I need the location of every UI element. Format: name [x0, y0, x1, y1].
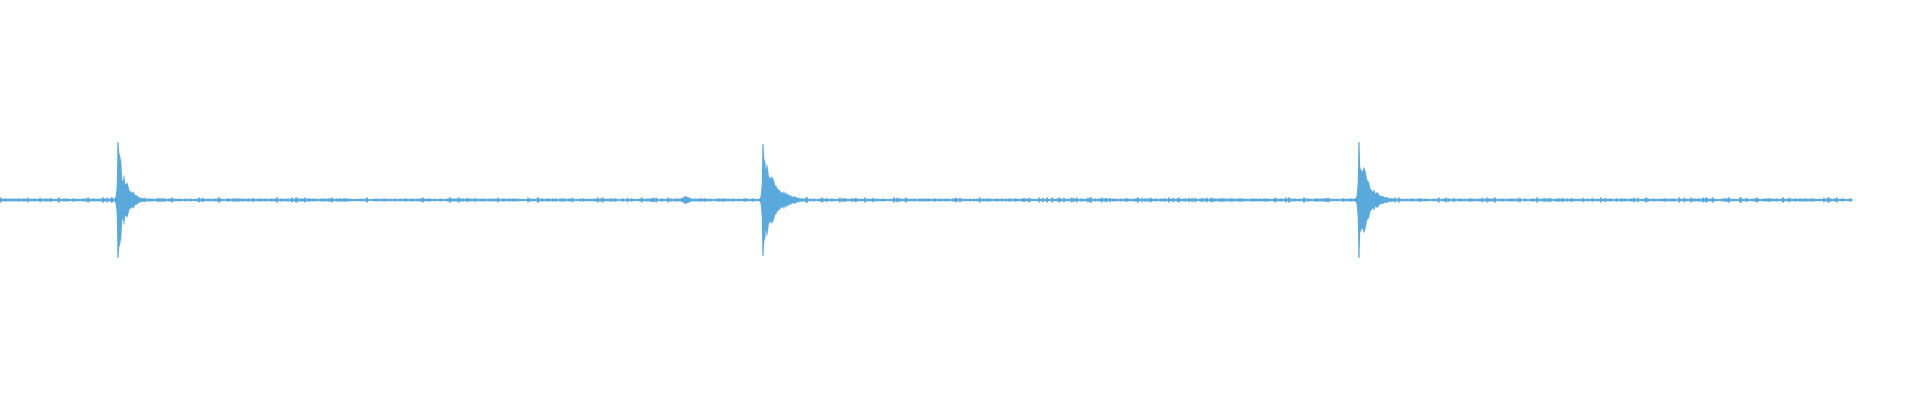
waveform-envelope — [0, 142, 1853, 258]
waveform-trace — [0, 142, 1853, 258]
